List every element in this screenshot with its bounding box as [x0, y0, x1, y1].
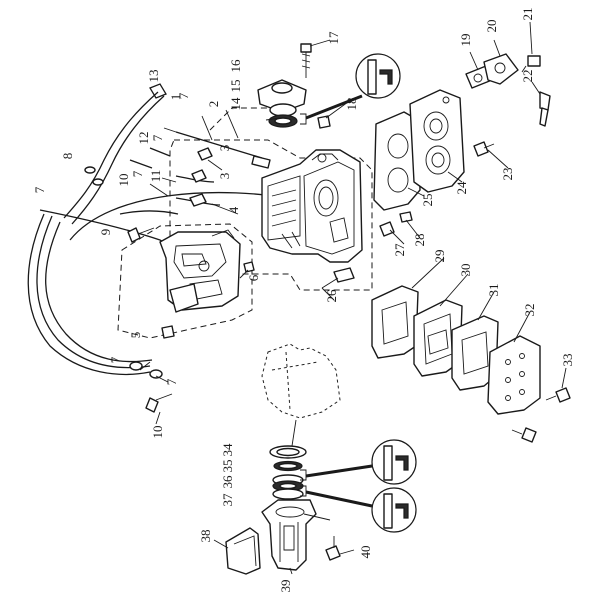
- part-label-36: 36: [220, 475, 235, 489]
- part-label-3b: 3: [217, 173, 232, 180]
- exhaust-plates: [371, 285, 571, 443]
- part-label-12: 12: [136, 132, 151, 145]
- callout-c-bot: [300, 485, 417, 533]
- carburetor-assembly: [159, 229, 241, 313]
- part-label-3a: 3: [217, 145, 232, 152]
- part-label-10b: 10: [150, 426, 165, 439]
- part-label-16: 16: [228, 59, 243, 73]
- part-label-38: 38: [198, 530, 213, 543]
- part-label-27: 27: [392, 243, 407, 257]
- small-fittings-mid: [333, 211, 413, 283]
- part-label-5: 5: [128, 332, 143, 339]
- part-label-8: 8: [60, 153, 75, 160]
- part-label-23: 23: [500, 168, 515, 181]
- part-label-24: 24: [454, 181, 469, 195]
- part-label-35: 35: [220, 460, 235, 473]
- part-label-39: 39: [278, 580, 293, 593]
- oil-seal-stack: [269, 445, 307, 500]
- part-label-13: 13: [146, 70, 161, 83]
- misc-hardware: [127, 147, 271, 413]
- part-label-6: 6: [246, 274, 261, 281]
- part-labels: 1 2 3 3 4 5 6 7 7 7 7 7 7 8 9 10 10 11 1…: [32, 8, 575, 593]
- part-label-30: 30: [458, 264, 473, 277]
- part-label-10a: 10: [116, 174, 131, 187]
- part-label-32: 32: [522, 304, 537, 317]
- part-label-33: 33: [560, 354, 575, 367]
- ghost-lower-housing: [261, 343, 341, 419]
- part-label-7b: 7: [150, 134, 165, 141]
- part-label-22: 22: [520, 70, 535, 83]
- part-label-20: 20: [484, 20, 499, 33]
- part-label-29: 29: [432, 250, 447, 263]
- part-label-7c: 7: [130, 170, 145, 177]
- callout-c-mid: [300, 439, 417, 485]
- part-label-7d: 7: [32, 186, 47, 193]
- part-label-31: 31: [486, 284, 501, 297]
- thermostat-assembly: [257, 43, 331, 129]
- part-label-7f: 7: [164, 378, 179, 385]
- part-label-4: 4: [226, 206, 241, 213]
- part-label-1: 1: [168, 94, 183, 101]
- part-label-9: 9: [98, 229, 113, 236]
- part-label-25: 25: [420, 194, 435, 207]
- part-label-21: 21: [520, 8, 535, 21]
- part-label-34: 34: [220, 443, 235, 457]
- cover-plates-right: [373, 89, 465, 211]
- part-label-26: 26: [324, 289, 339, 303]
- part-label-18: 18: [344, 98, 359, 111]
- part-label-7e: 7: [108, 356, 123, 363]
- part-label-40: 40: [358, 546, 373, 559]
- top-right-fittings: [465, 53, 551, 157]
- lower-housing-39: [225, 499, 341, 575]
- part-label-17: 17: [326, 31, 341, 45]
- cylinder-block: [261, 149, 363, 263]
- callout-c-top: [300, 53, 401, 125]
- part-label-2: 2: [206, 101, 221, 108]
- part-label-19: 19: [458, 34, 473, 47]
- part-label-15: 15: [228, 80, 243, 93]
- part-label-28: 28: [412, 234, 427, 247]
- leader-lines: [139, 21, 567, 575]
- hose-routing: [27, 83, 301, 379]
- part-label-14: 14: [228, 97, 243, 111]
- part-label-7a: 7: [176, 92, 191, 99]
- part-label-37: 37: [220, 493, 235, 507]
- part-label-11: 11: [148, 170, 163, 183]
